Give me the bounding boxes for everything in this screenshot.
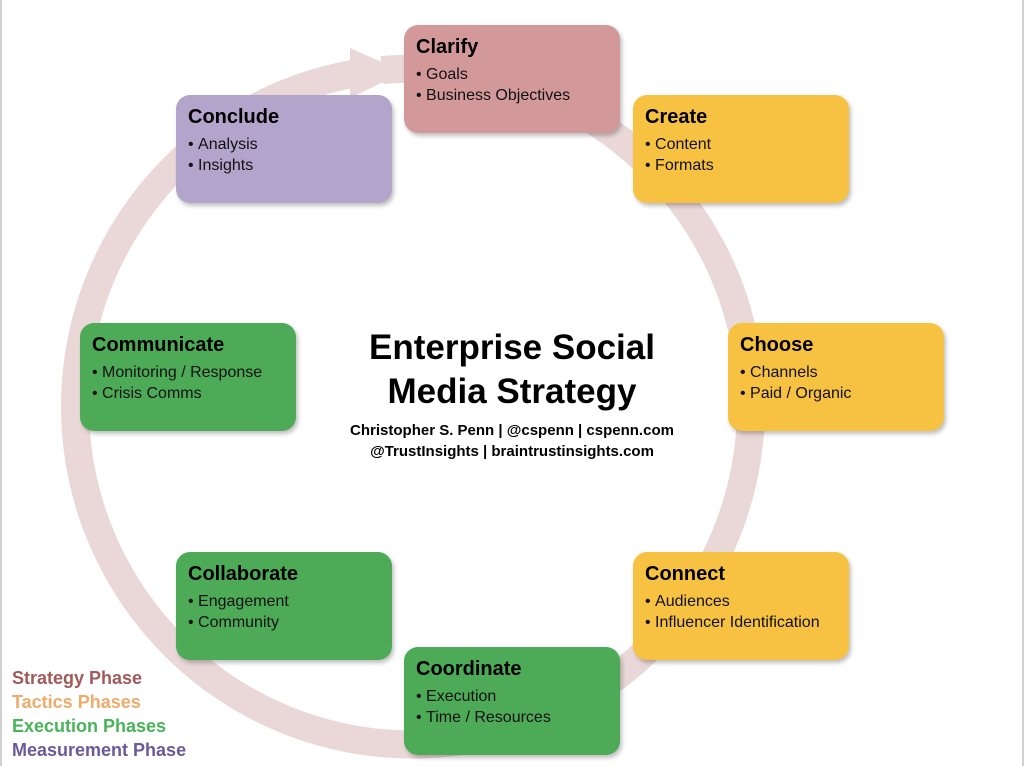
diagram-title-line-2: Media Strategy <box>387 372 637 411</box>
node-item: Influencer Identification <box>645 613 837 634</box>
node-title: Create <box>645 106 708 128</box>
legend-strategy: Strategy Phase <box>12 668 143 688</box>
node-item: Community <box>188 613 380 634</box>
node-item: Paid / Organic <box>740 384 932 405</box>
node-items: Audiences Influencer Identification <box>645 592 837 633</box>
node-item: Content <box>645 135 837 156</box>
node-items: Analysis Insights <box>188 135 380 176</box>
node-item: Monitoring / Response <box>92 363 284 384</box>
node-item: Channels <box>740 363 932 384</box>
node-create: Create Content Formats <box>633 95 849 203</box>
node-item: Time / Resources <box>416 708 608 729</box>
node-connect: Connect Audiences Influencer Identificat… <box>633 552 849 660</box>
node-coordinate: Coordinate Execution Time / Resources <box>404 647 620 755</box>
node-item: Audiences <box>645 592 837 613</box>
node-item: Engagement <box>188 592 380 613</box>
cycle-arrowhead <box>350 48 404 98</box>
legend-tactics: Tactics Phases <box>12 692 141 712</box>
diagram-title-block: Enterprise Social Media Strategy Christo… <box>312 326 712 462</box>
node-items: Engagement Community <box>188 592 380 633</box>
node-title: Coordinate <box>416 658 522 680</box>
node-title: Conclude <box>188 106 280 128</box>
node-item: Goals <box>416 65 608 86</box>
byline-1: Christopher S. Penn | @cspenn | cspenn.c… <box>350 422 674 439</box>
node-title: Collaborate <box>188 563 299 585</box>
node-title: Clarify <box>416 36 479 58</box>
node-items: Content Formats <box>645 135 837 176</box>
diagram-title-line-1: Enterprise Social <box>369 328 655 367</box>
node-conclude: Conclude Analysis Insights <box>176 95 392 203</box>
node-items: Channels Paid / Organic <box>740 363 932 404</box>
node-communicate: Communicate Monitoring / Response Crisis… <box>80 323 296 431</box>
node-item: Execution <box>416 687 608 708</box>
node-items: Monitoring / Response Crisis Comms <box>92 363 284 404</box>
node-item: Crisis Comms <box>92 384 284 405</box>
node-title: Choose <box>740 334 814 356</box>
node-item: Insights <box>188 156 380 177</box>
node-title: Connect <box>645 563 725 585</box>
legend-execution: Execution Phases <box>12 716 167 736</box>
node-collaborate: Collaborate Engagement Community <box>176 552 392 660</box>
node-clarify: Clarify Goals Business Objectives <box>404 25 620 133</box>
phase-legend: Strategy Phase Tactics Phases Execution … <box>12 666 186 762</box>
byline-2: @TrustInsights | braintrustinsights.com <box>370 443 654 460</box>
node-item: Analysis <box>188 135 380 156</box>
node-choose: Choose Channels Paid / Organic <box>728 323 944 431</box>
node-items: Execution Time / Resources <box>416 687 608 728</box>
node-item: Business Objectives <box>416 86 608 107</box>
legend-measurement: Measurement Phase <box>12 740 187 760</box>
node-title: Communicate <box>92 334 225 356</box>
node-item: Formats <box>645 156 837 177</box>
node-items: Goals Business Objectives <box>416 65 608 106</box>
